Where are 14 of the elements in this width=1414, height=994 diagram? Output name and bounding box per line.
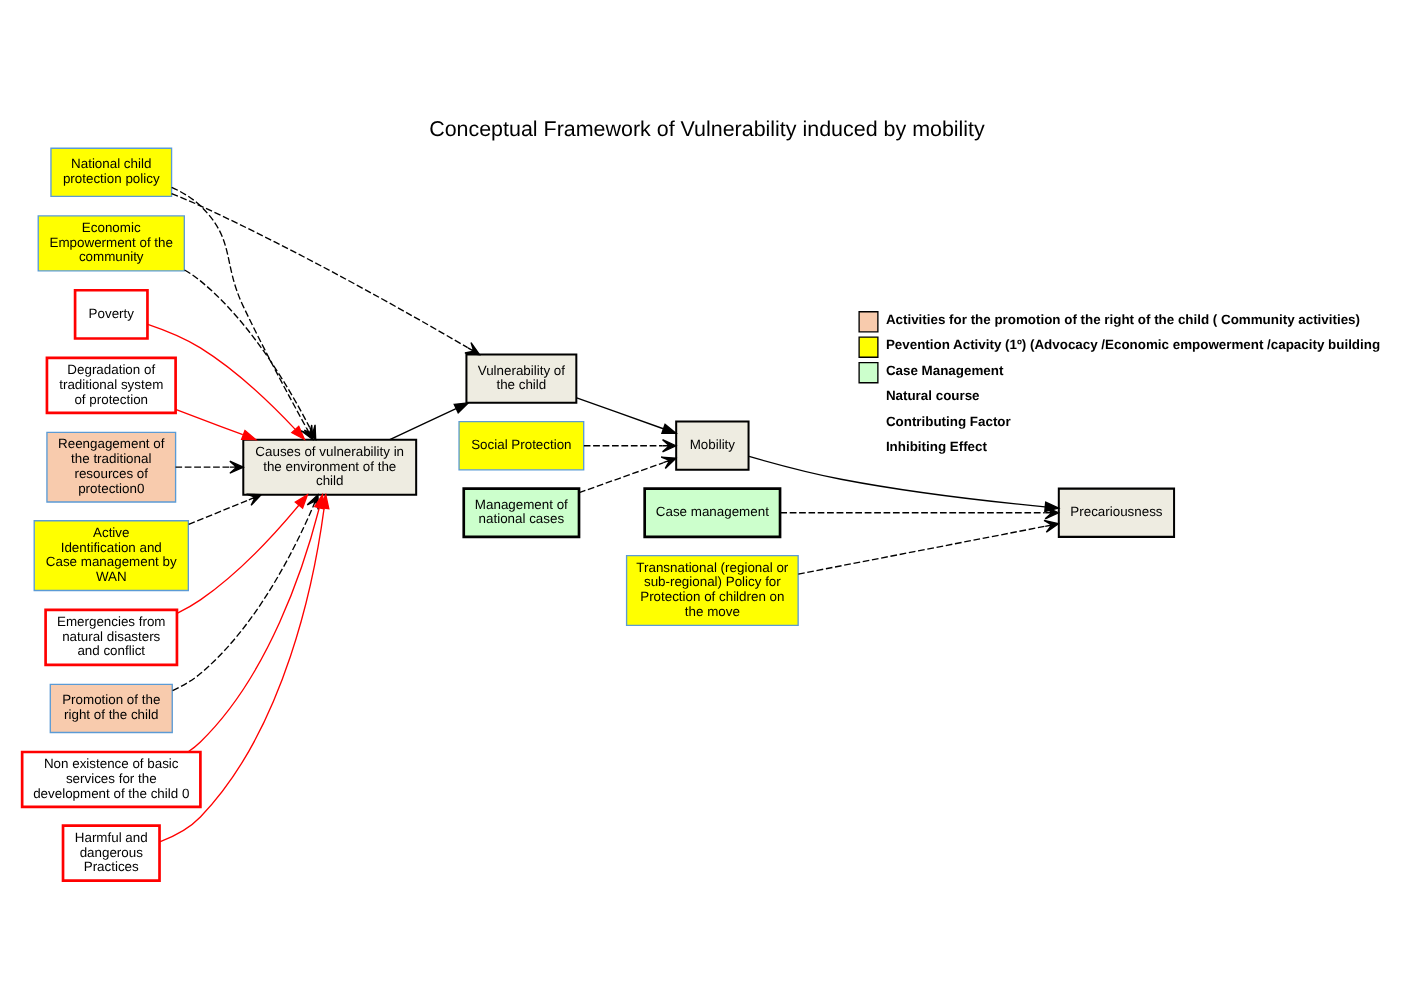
arrow (578, 456, 677, 494)
arrow (170, 192, 481, 356)
arrow (171, 186, 314, 441)
arrow (174, 408, 258, 441)
arrow (748, 455, 1061, 513)
arrow (583, 439, 677, 453)
arrow (797, 519, 1059, 575)
arrow (147, 323, 306, 441)
arrow (174, 460, 244, 474)
arrow (188, 493, 262, 526)
diagram-title: Conceptual Framework of Vulnerability induced by mobility (429, 117, 985, 142)
arrow (176, 493, 309, 615)
arrow (576, 397, 678, 434)
arrow (389, 402, 471, 441)
